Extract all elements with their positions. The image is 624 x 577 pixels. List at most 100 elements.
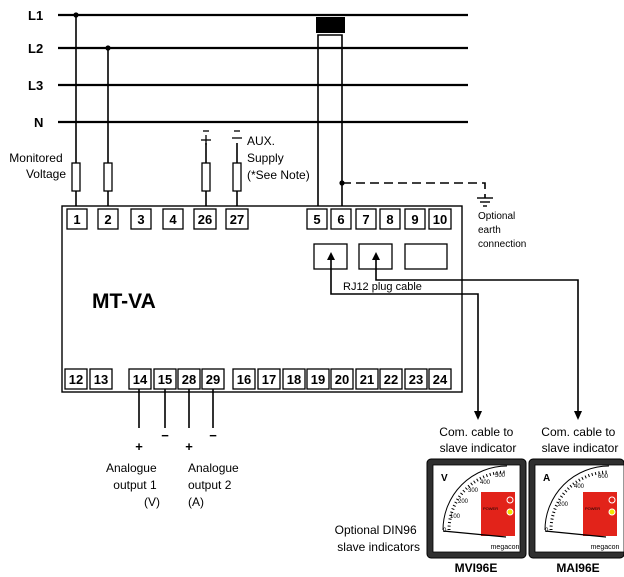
terminal-5 bbox=[306, 208, 328, 230]
arrow-com-2 bbox=[574, 411, 582, 420]
terminal-label: 21 bbox=[360, 372, 374, 387]
terminal-17 bbox=[257, 368, 281, 390]
terminal-label: 2 bbox=[104, 212, 111, 227]
svg-text:300: 300 bbox=[468, 488, 479, 494]
label-l2: L2 bbox=[28, 41, 43, 56]
terminal-label: 13 bbox=[94, 372, 108, 387]
arrow-cable-2 bbox=[372, 252, 380, 260]
svg-text:500: 500 bbox=[495, 473, 506, 479]
monitored-voltage-label: Monitored Voltage bbox=[9, 151, 66, 181]
fuse-26 bbox=[201, 162, 211, 192]
terminal-label: 17 bbox=[262, 372, 276, 387]
svg-text:POWER: POWER bbox=[585, 506, 600, 511]
fuse-2 bbox=[103, 162, 113, 192]
terminal-label: 1 bbox=[73, 212, 80, 227]
junction-l2 bbox=[105, 45, 111, 51]
terminal-2 bbox=[97, 208, 119, 230]
ao1-plus: + bbox=[135, 439, 143, 454]
com-cable-label-2: Com. cable to slave indicator bbox=[541, 425, 618, 455]
label-l3: L3 bbox=[28, 78, 43, 93]
analogue-output-2-label: Analogue output 2 (A) bbox=[188, 461, 242, 509]
status-led-yellow bbox=[608, 508, 616, 516]
optional-earth-label: Optional earth connection bbox=[478, 211, 526, 250]
terminal-label: 20 bbox=[335, 372, 349, 387]
svg-text:200: 200 bbox=[558, 502, 569, 508]
svg-text:megacon: megacon bbox=[491, 544, 520, 551]
optional-din96-label: Optional DIN96 slave indicators bbox=[335, 523, 420, 554]
voltage-taps bbox=[75, 15, 109, 208]
terminal-26 bbox=[193, 208, 217, 230]
terminal-9 bbox=[404, 208, 426, 230]
ao1-minus: − bbox=[161, 428, 169, 443]
terminal-label: 19 bbox=[311, 372, 325, 387]
terminal-8 bbox=[379, 208, 401, 230]
meter-1-model: MVI96E bbox=[455, 561, 498, 575]
status-led-red bbox=[608, 496, 616, 504]
svg-text:A: A bbox=[543, 473, 550, 484]
scale-ticks-icon bbox=[549, 470, 610, 531]
terminal-label: 14 bbox=[133, 372, 148, 387]
meter-mvi96e: V 0 100 200 300 400 500 POWER megacon bbox=[426, 458, 527, 559]
com-cable-label-1: Com. cable to slave indicator bbox=[439, 425, 516, 455]
meter-mai96e: A 0 200 400 600 POWER megacon bbox=[528, 458, 624, 559]
terminal-7 bbox=[355, 208, 377, 230]
svg-text:200: 200 bbox=[458, 499, 469, 505]
status-led-red bbox=[506, 496, 514, 504]
terminal-22 bbox=[379, 368, 403, 390]
terminal-label: 23 bbox=[409, 372, 423, 387]
meter-2-model: MAI96E bbox=[556, 561, 599, 575]
terminal-label: 3 bbox=[137, 212, 144, 227]
terminal-23 bbox=[404, 368, 428, 390]
terminal-19 bbox=[306, 368, 330, 390]
earth-icon bbox=[477, 197, 493, 207]
aux-minus-symbol bbox=[232, 130, 242, 139]
earth-dashed-line bbox=[342, 182, 486, 198]
terminal-label: 22 bbox=[384, 372, 398, 387]
terminal-3 bbox=[130, 208, 152, 230]
terminal-13 bbox=[89, 368, 113, 390]
terminal-label: 18 bbox=[287, 372, 301, 387]
scale-ticks-icon bbox=[447, 470, 508, 531]
terminal-label: 4 bbox=[169, 212, 177, 227]
analogue-output-1-label: Analogue output 1 (V) bbox=[106, 461, 160, 509]
terminal-6 bbox=[330, 208, 352, 230]
terminal-label: 12 bbox=[69, 372, 83, 387]
terminal-label: 9 bbox=[411, 212, 418, 227]
terminal-4 bbox=[162, 208, 184, 230]
current-transformer bbox=[316, 17, 345, 33]
terminal-label: 6 bbox=[337, 212, 344, 227]
ao2-plus: + bbox=[185, 439, 193, 454]
terminal-20 bbox=[330, 368, 354, 390]
svg-text:600: 600 bbox=[598, 474, 609, 480]
device-body bbox=[61, 205, 463, 393]
rj12-cable-label: RJ12 plug cable bbox=[343, 281, 422, 293]
svg-text:400: 400 bbox=[574, 484, 585, 490]
fuse-27 bbox=[232, 162, 242, 192]
analogue-output-wires bbox=[138, 389, 214, 428]
terminal-24 bbox=[428, 368, 452, 390]
svg-text:100: 100 bbox=[450, 514, 461, 520]
aux-plus-symbol bbox=[201, 130, 211, 145]
aux-supply-label: AUX. Supply (*See Note) bbox=[247, 134, 310, 182]
svg-text:400: 400 bbox=[480, 480, 491, 486]
terminal-16 bbox=[232, 368, 256, 390]
meter-needle-icon bbox=[544, 530, 607, 538]
scale-arc-icon bbox=[442, 465, 508, 531]
terminal-label: 29 bbox=[206, 372, 220, 387]
label-l1: L1 bbox=[28, 8, 43, 23]
fuse-1 bbox=[71, 162, 81, 192]
svg-text:megacon: megacon bbox=[591, 544, 620, 551]
terminal-label: 28 bbox=[182, 372, 196, 387]
phase-lines bbox=[58, 13, 468, 124]
junction-l1 bbox=[73, 12, 79, 18]
terminal-1 bbox=[66, 208, 88, 230]
svg-text:V: V bbox=[441, 473, 448, 484]
terminal-label: 26 bbox=[198, 212, 212, 227]
terminal-12 bbox=[64, 368, 88, 390]
terminal-label: 7 bbox=[362, 212, 369, 227]
device-name: MT-VA bbox=[92, 290, 156, 313]
svg-text:POWER: POWER bbox=[483, 506, 498, 511]
